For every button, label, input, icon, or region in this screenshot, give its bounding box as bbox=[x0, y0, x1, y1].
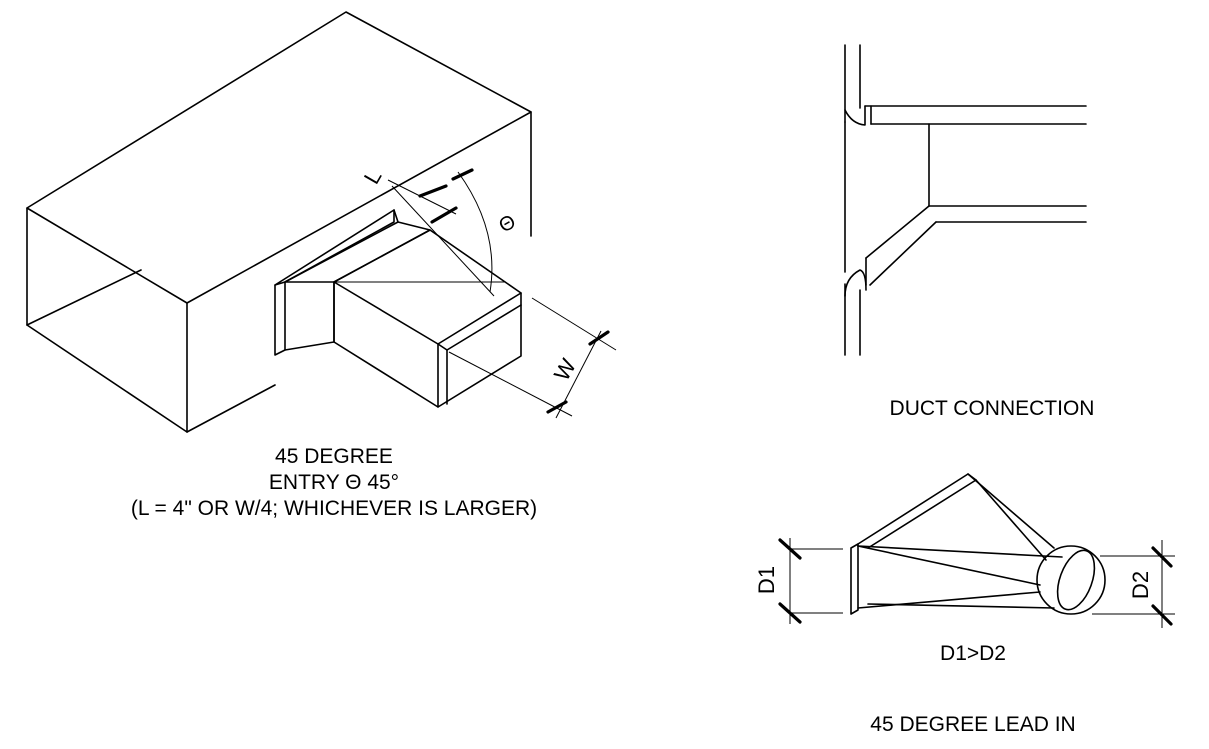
main-duct-box bbox=[26, 11, 532, 433]
lead-in-relation: D1>D2 bbox=[940, 642, 1006, 665]
theta-extension-line bbox=[391, 185, 495, 297]
branch-duct-side bbox=[333, 281, 439, 408]
lead-in-edge-4 bbox=[975, 479, 1047, 561]
entry-caption-line1: 45 DEGREE bbox=[275, 445, 393, 468]
branch-45-upper bbox=[865, 205, 930, 259]
w-tick-upper bbox=[588, 330, 610, 346]
lead-in-rect-end bbox=[850, 543, 859, 615]
takeoff-flange-corner bbox=[393, 209, 399, 223]
main-duct-bottom-edge bbox=[186, 384, 276, 433]
lead-in-caption: 45 DEGREE LEAD IN bbox=[870, 713, 1076, 736]
d2-tick-upper bbox=[1151, 546, 1173, 568]
branch-45-lower bbox=[869, 221, 937, 286]
w-extension-upper bbox=[531, 297, 617, 351]
d1-tick-upper bbox=[778, 538, 802, 560]
main-duct-inner-line bbox=[26, 269, 142, 326]
lead-in-edge-6 bbox=[867, 603, 1055, 609]
lead-in-top-face bbox=[857, 473, 977, 549]
branch-takeoff bbox=[274, 209, 522, 408]
main-duct-front-face bbox=[26, 207, 188, 433]
branch-duct-profile bbox=[864, 105, 1087, 286]
lead-in-fitting bbox=[850, 473, 1106, 615]
entry-caption-line3: (L = 4" OR W/4; WHICHEVER IS LARGER) bbox=[130, 497, 538, 520]
lead-in-edge-5 bbox=[857, 591, 1041, 609]
lead-in-dimensions bbox=[778, 538, 1175, 628]
l-tick-lower bbox=[430, 206, 458, 224]
theta-arc bbox=[457, 171, 493, 293]
lead-in-edge-1 bbox=[857, 545, 1063, 558]
theta-arc-tick bbox=[451, 168, 474, 181]
lead-in-round-outer bbox=[1036, 545, 1106, 615]
dimension-lines bbox=[334, 168, 617, 419]
lead-in-edge-2 bbox=[857, 545, 1041, 586]
d1-tick-lower bbox=[778, 602, 802, 624]
l-dimension-line bbox=[387, 179, 457, 215]
takeoff-flange-top bbox=[274, 209, 395, 286]
lead-in-round-inner bbox=[1056, 549, 1096, 611]
entry-caption-line2: ENTRY Θ 45° bbox=[268, 471, 400, 494]
d2-tick-lower bbox=[1151, 604, 1173, 626]
l-tick-upper bbox=[418, 184, 448, 198]
branch-duct-end bbox=[437, 292, 522, 408]
dim-label-d1: D1 bbox=[754, 565, 780, 595]
w-extension-lower bbox=[448, 351, 573, 417]
w-tick-lower bbox=[546, 400, 568, 414]
upper-flange-fold bbox=[844, 105, 866, 126]
duct-connection-caption: DUCT CONNECTION bbox=[889, 397, 1095, 420]
takeoff-flange-left bbox=[274, 284, 286, 356]
dim-label-d2: D2 bbox=[1128, 570, 1154, 600]
